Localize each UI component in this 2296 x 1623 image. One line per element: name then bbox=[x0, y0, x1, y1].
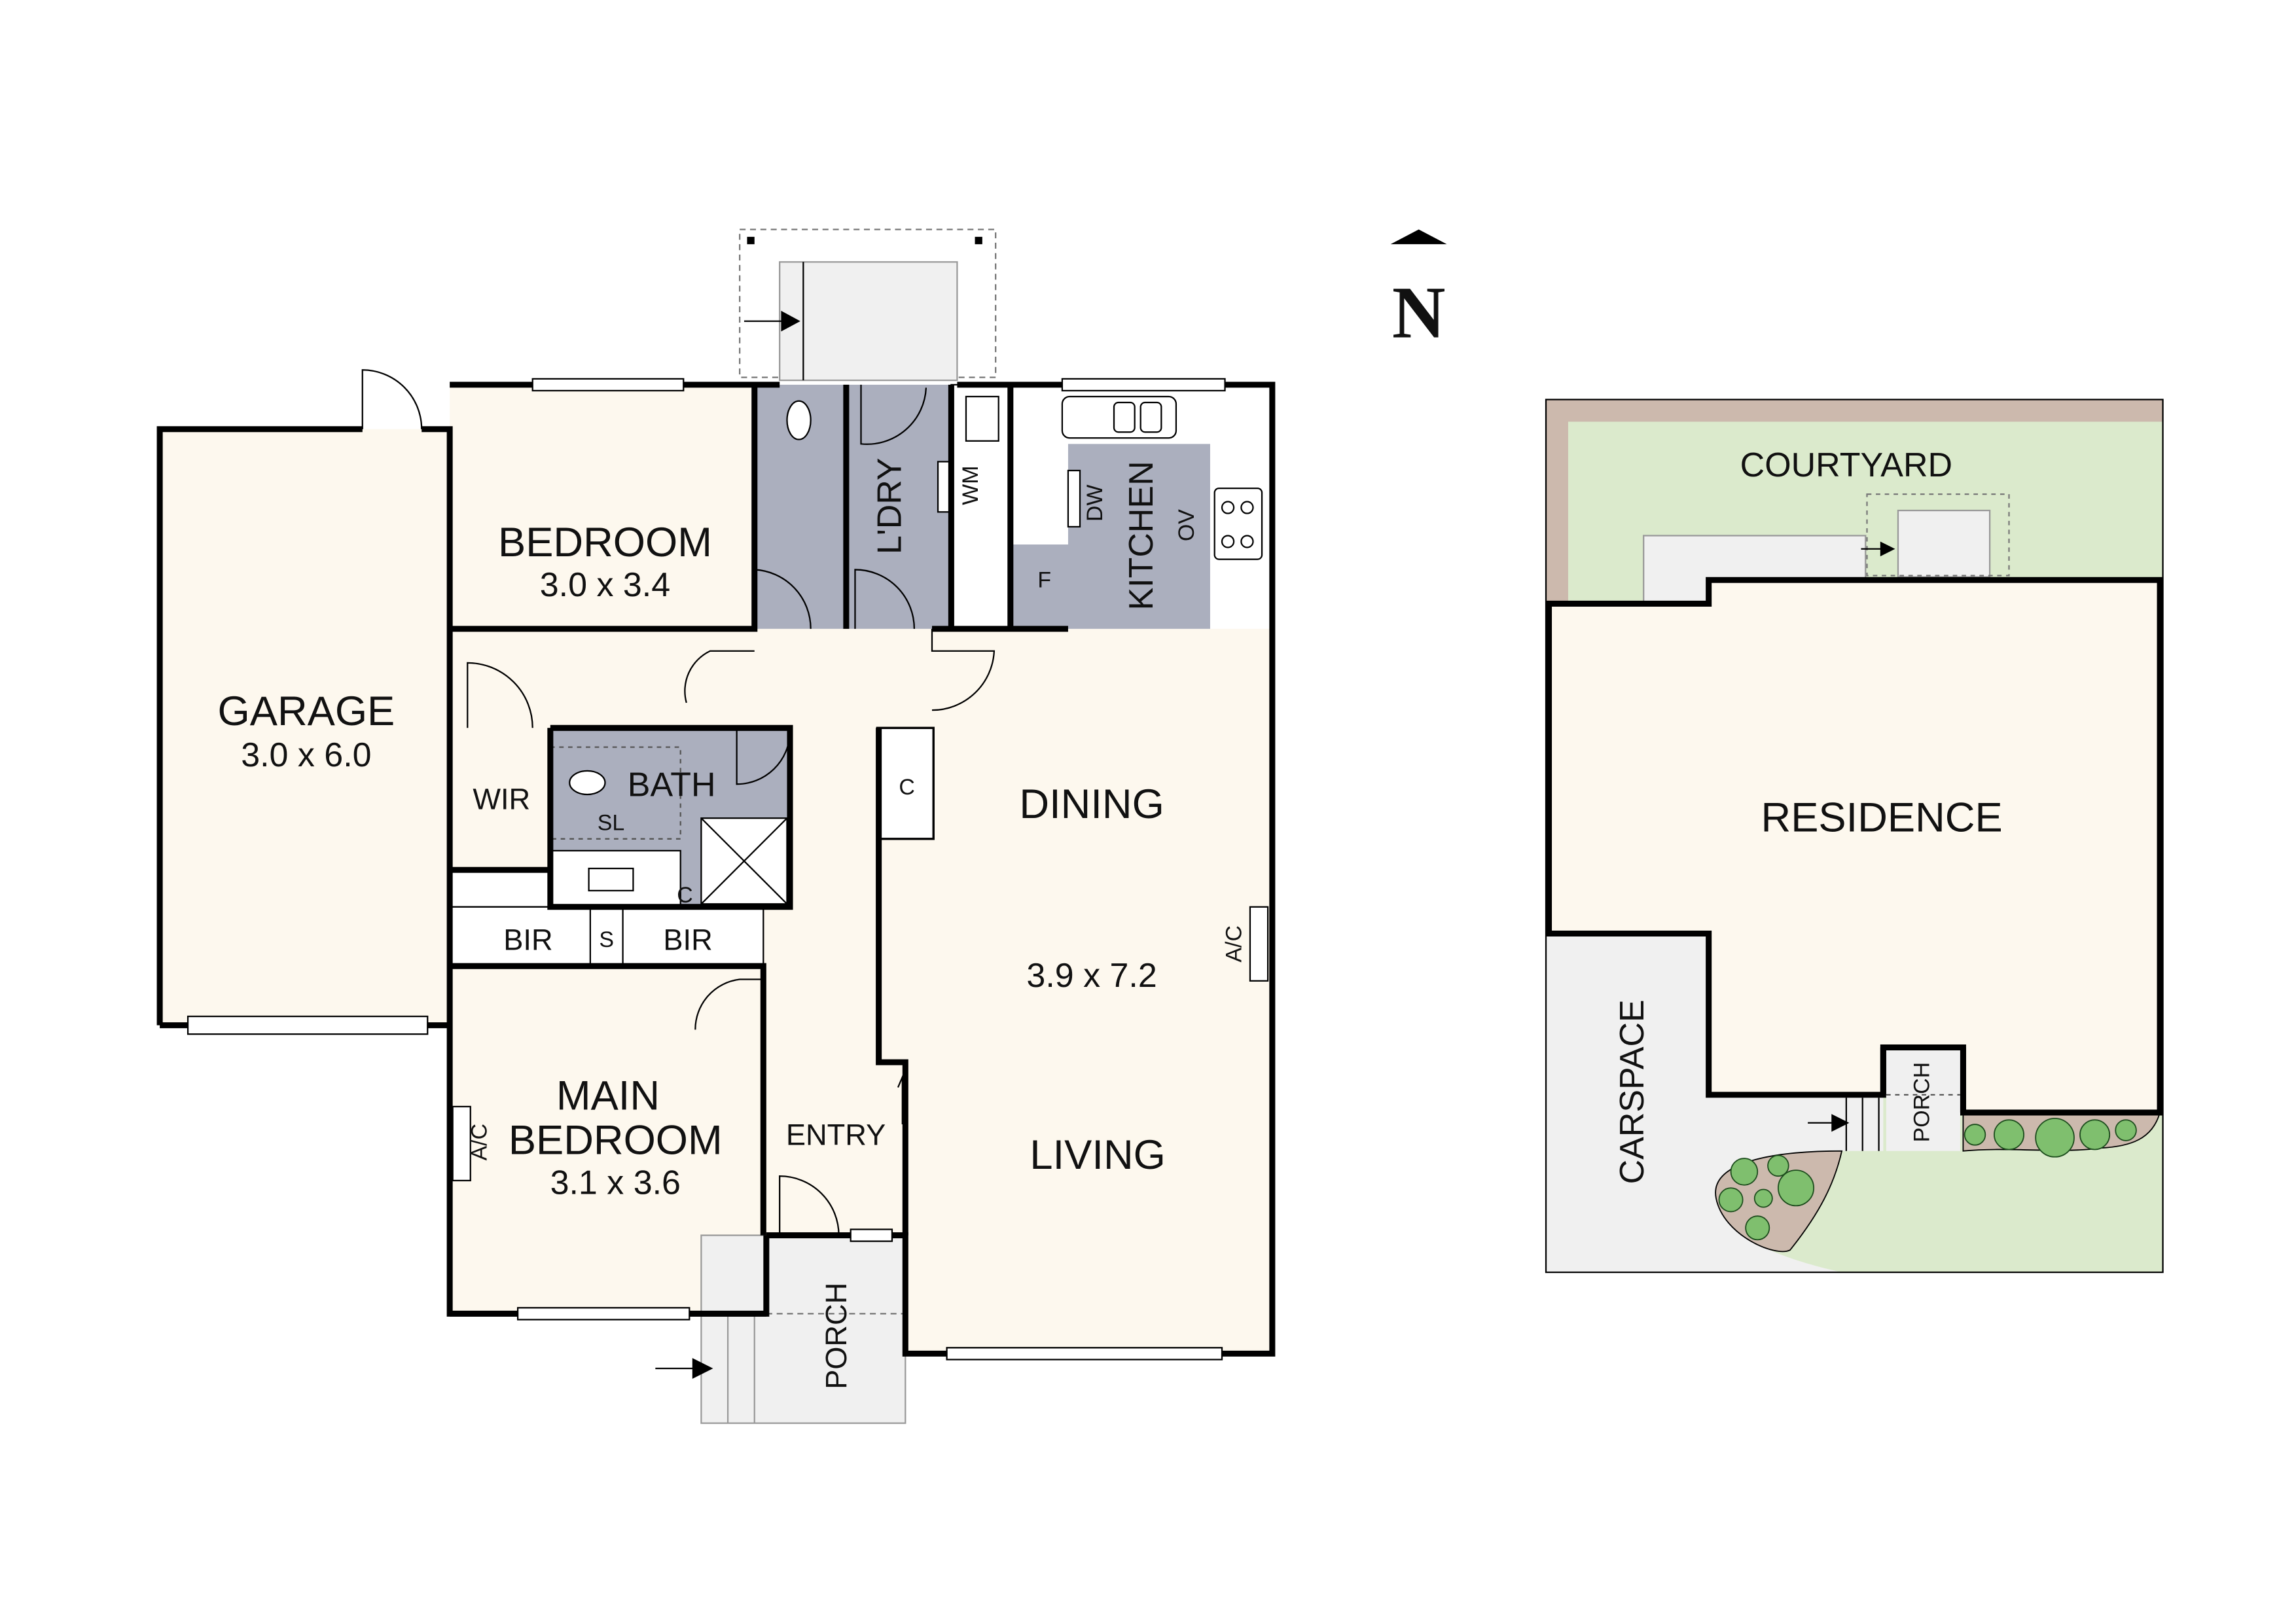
wm-label: WM bbox=[958, 465, 983, 505]
dining-label: DINING bbox=[1019, 781, 1164, 827]
site-plan: COURTYARD RESIDENCE CARSPACE PORCH bbox=[1545, 399, 2164, 1274]
cooktop-icon bbox=[1213, 487, 1263, 560]
main-bedroom-size: 3.1 x 3.6 bbox=[550, 1164, 681, 1202]
toilet-icon bbox=[786, 400, 812, 440]
entry-arrow-icon bbox=[744, 310, 800, 332]
porch-label: PORCH bbox=[819, 1283, 853, 1389]
bedroom-size: 3.0 x 3.4 bbox=[540, 566, 670, 604]
kitchen-floor bbox=[1010, 444, 1210, 629]
bir-s-label: S bbox=[599, 927, 614, 952]
carspace-label: CARSPACE bbox=[1613, 999, 1651, 1184]
bath-c-label: C bbox=[677, 883, 692, 908]
entry-arrow-icon bbox=[1861, 541, 1895, 557]
garage-floor bbox=[160, 429, 450, 1026]
doors bbox=[361, 369, 996, 1236]
bath-label: BATH bbox=[628, 766, 716, 804]
kitchen-label: KITCHEN bbox=[1122, 461, 1160, 610]
sl-label: SL bbox=[598, 810, 624, 835]
north-arrow-icon bbox=[1390, 229, 1447, 245]
bedroom-label: BEDROOM bbox=[498, 520, 712, 565]
sink-icon bbox=[1061, 395, 1177, 439]
toilet-icon bbox=[569, 770, 606, 796]
bir-left-label: BIR bbox=[503, 923, 552, 956]
north-compass: N bbox=[1390, 229, 1447, 354]
dining-c-label: C bbox=[899, 775, 914, 800]
living-size: 3.9 x 7.2 bbox=[1026, 957, 1157, 995]
bir-right-label: BIR bbox=[663, 923, 712, 956]
shrub-icons bbox=[1718, 1118, 2137, 1241]
entry-arrow-icon bbox=[1808, 1114, 1850, 1132]
wir-shelf bbox=[449, 869, 551, 908]
garage-label: GARAGE bbox=[218, 688, 395, 734]
entry-label: ENTRY bbox=[786, 1118, 886, 1152]
bir-units bbox=[449, 906, 764, 967]
courtyard-label: COURTYARD bbox=[1740, 446, 1952, 484]
site-porch-label: PORCH bbox=[1909, 1062, 1934, 1142]
garage-size: 3.0 x 6.0 bbox=[241, 736, 371, 774]
fridge-label: F bbox=[1037, 568, 1051, 593]
north-label: N bbox=[1392, 272, 1446, 354]
wir-label: WIR bbox=[473, 783, 530, 816]
residence-label: RESIDENCE bbox=[1761, 795, 2003, 841]
ov-label: OV bbox=[1174, 509, 1199, 541]
dw-label: DW bbox=[1083, 484, 1107, 521]
windows bbox=[516, 378, 1226, 1361]
main-bedroom-label-1: MAIN bbox=[556, 1073, 660, 1118]
main-bedroom-label-2: BEDROOM bbox=[509, 1117, 723, 1163]
dining-ac-label: A/C bbox=[1221, 925, 1246, 963]
front-porch bbox=[700, 1234, 906, 1424]
laundry-label: L'DRY bbox=[871, 457, 909, 554]
main-floor-plan: GARAGE 3.0 x 6.0 BEDROOM 3.0 x 3.4 L'DRY… bbox=[156, 228, 1276, 1424]
main-bedroom-ac-label: A/C bbox=[467, 1124, 492, 1161]
entry-arrow-icon bbox=[655, 1358, 713, 1379]
carspace-area bbox=[1546, 933, 1884, 1273]
living-label: LIVING bbox=[1030, 1132, 1165, 1178]
